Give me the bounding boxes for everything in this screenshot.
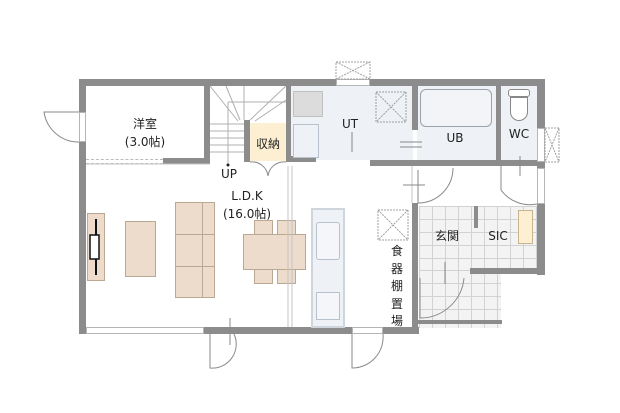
coffee-table — [125, 221, 156, 277]
room-label-entrance: 玄関 — [434, 229, 459, 243]
washing-machine-area — [293, 91, 323, 117]
wall-stairs-right — [244, 120, 250, 162]
room-name: L.D.K — [231, 189, 263, 203]
room-label-sic: SIC — [488, 229, 508, 243]
room-label-wc: WC — [508, 127, 530, 141]
toilet-tank — [508, 89, 530, 97]
sink — [316, 222, 340, 260]
wall-storage-right — [286, 86, 291, 162]
window-ldk-bottom — [86, 327, 204, 334]
window-kitchen-bottom — [352, 327, 383, 334]
entry-porch-tile — [419, 270, 501, 328]
window-left-door — [79, 112, 86, 142]
room-name: 洋室 — [132, 117, 157, 131]
wall-ut-bottom — [370, 160, 540, 166]
wall-top-left — [79, 79, 291, 86]
cupboard-label: 食 器 棚 置 場 — [389, 243, 405, 331]
wall-ut-left-bottom — [291, 156, 316, 162]
storage-floor — [250, 123, 286, 161]
cupboard-char: 食 — [390, 244, 403, 258]
wall-top-right — [291, 79, 545, 86]
room-label-ldk: L.D.K (16.0帖) — [212, 188, 282, 222]
window-hall-right — [537, 168, 545, 204]
cupboard-char: 置 — [390, 296, 403, 311]
wall-western-room-right — [204, 86, 210, 164]
room-area: (3.0帖) — [124, 135, 166, 149]
sofa — [175, 202, 215, 298]
wall-ut-ub — [412, 86, 418, 130]
wall-sic-bottom — [470, 268, 545, 274]
cupboard-char: 器 — [390, 261, 403, 276]
wall-bottom-porch — [412, 320, 502, 324]
dining-table — [243, 234, 306, 270]
room-label-ub: UB — [446, 131, 464, 145]
toilet-bowl — [510, 97, 528, 121]
cupboard-char: 棚 — [390, 279, 403, 293]
stairs-up-label: UP — [220, 167, 238, 181]
stove — [316, 292, 340, 320]
sofa-seam-1 — [175, 234, 215, 235]
sofa-seam-2 — [175, 266, 215, 267]
door-swings — [43, 111, 538, 369]
tv-icon — [89, 219, 100, 275]
room-area: (16.0帖) — [222, 207, 272, 221]
wall-western-room-bottom — [163, 158, 208, 164]
wall-bottom — [79, 327, 419, 334]
sofa-back — [202, 202, 203, 298]
entrance-tile — [419, 206, 537, 270]
wall-entrance-sic — [474, 206, 478, 228]
wall-entrance-left — [412, 203, 418, 333]
room-label-ut: UT — [341, 117, 359, 131]
cupboard-char: 場 — [390, 314, 403, 328]
wall-left — [79, 79, 86, 334]
stairs-icon — [209, 85, 287, 164]
room-label-western: 洋室 (3.0帖) — [110, 116, 180, 150]
wash-basin — [293, 124, 319, 158]
room-label-storage: 収納 — [255, 137, 280, 151]
bathtub — [420, 89, 492, 127]
sic-shelf — [518, 210, 533, 244]
wall-ub-wc — [496, 86, 501, 166]
